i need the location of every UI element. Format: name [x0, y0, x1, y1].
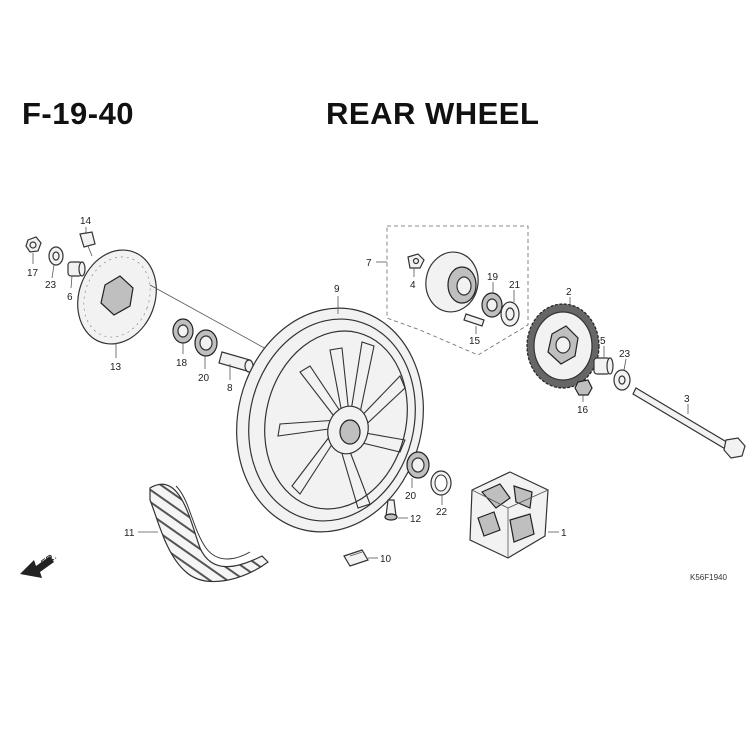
- page-header: F-19-40 REAR WHEEL: [0, 96, 750, 146]
- part-14-bolt[interactable]: [79, 231, 96, 257]
- drawing-reference: K56F1940: [690, 573, 727, 582]
- label-8: 8: [227, 383, 233, 394]
- front-direction-arrow: [20, 556, 54, 578]
- part-11-tire[interactable]: [149, 483, 269, 583]
- page-code: F-19-40: [22, 96, 135, 131]
- part-18-bearing[interactable]: [172, 318, 194, 344]
- label-1: 1: [561, 528, 567, 539]
- label-23-right: 23: [619, 349, 631, 360]
- label-20-right: 20: [405, 491, 417, 502]
- label-7: 7: [366, 258, 372, 269]
- label-18: 18: [176, 358, 188, 369]
- part-22-seal[interactable]: [430, 470, 452, 496]
- part-12-valve[interactable]: [384, 499, 398, 521]
- part-23-washer-left[interactable]: [48, 246, 64, 266]
- label-3: 3: [684, 394, 690, 405]
- part-10-balance-weight[interactable]: [343, 549, 369, 567]
- part-2-sprocket[interactable]: [526, 303, 600, 389]
- label-2: 2: [566, 287, 572, 298]
- label-6: 6: [67, 292, 73, 303]
- part-1-damper-set[interactable]: [469, 471, 549, 559]
- part-20-bearing-right[interactable]: [406, 451, 430, 479]
- label-16: 16: [577, 405, 589, 416]
- label-22: 22: [436, 507, 448, 518]
- page-title: REAR WHEEL: [326, 96, 540, 131]
- part-4-nut[interactable]: [407, 253, 425, 269]
- part-13-brake-disc[interactable]: [65, 239, 169, 355]
- part-8-spacer[interactable]: [218, 351, 254, 373]
- label-13: 13: [110, 362, 122, 373]
- label-21: 21: [509, 280, 521, 291]
- part-9-rear-wheel[interactable]: [213, 288, 446, 552]
- part-16-nut[interactable]: [574, 379, 593, 396]
- part-3-axle[interactable]: [632, 387, 746, 459]
- part-6-collar[interactable]: [67, 261, 86, 277]
- label-11: 11: [124, 528, 135, 539]
- label-9: 9: [334, 284, 340, 295]
- part-20-bearing-left[interactable]: [194, 329, 218, 357]
- part-19-bearing[interactable]: [481, 292, 503, 318]
- part-23-washer-right[interactable]: [613, 369, 631, 391]
- label-12: 12: [410, 514, 422, 525]
- label-4: 4: [410, 280, 416, 291]
- part-7-sprocket-flange[interactable]: [421, 248, 483, 316]
- label-17: 17: [27, 268, 39, 279]
- label-10: 10: [380, 554, 392, 565]
- label-15: 15: [469, 336, 481, 347]
- part-15-pin[interactable]: [463, 313, 485, 327]
- label-5: 5: [600, 336, 606, 347]
- part-17-nut[interactable]: [25, 236, 42, 253]
- label-20-left: 20: [198, 373, 210, 384]
- label-23-left: 23: [45, 280, 57, 291]
- label-14: 14: [80, 216, 92, 227]
- part-7-group-box: [386, 225, 529, 356]
- part-5-collar[interactable]: [593, 357, 614, 375]
- label-19: 19: [487, 272, 499, 283]
- part-21-seal[interactable]: [500, 301, 520, 327]
